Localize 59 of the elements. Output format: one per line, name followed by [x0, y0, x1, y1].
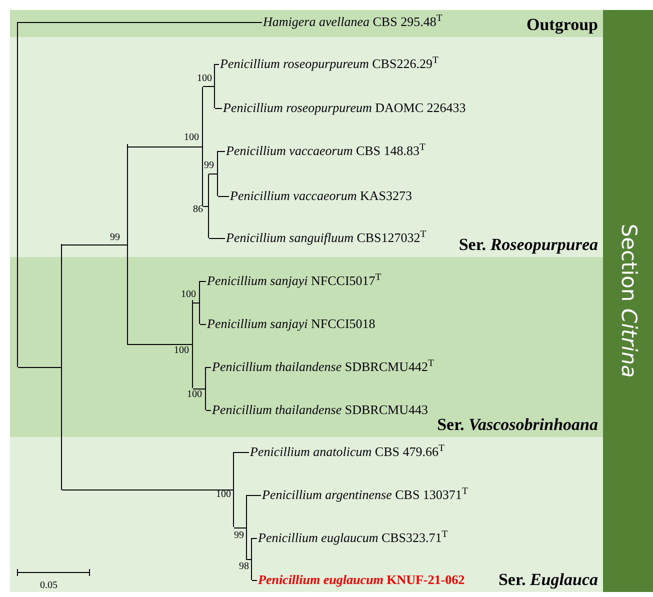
bootstrap-value: 100	[216, 489, 231, 501]
bootstrap-value: 99	[110, 232, 120, 244]
tree-branch	[206, 367, 212, 368]
tree-branch	[200, 324, 206, 325]
bootstrap-value: 100	[181, 289, 196, 301]
tree-branch	[218, 151, 226, 152]
series-band	[10, 10, 603, 37]
taxon-label: Penicillium vaccaeorum CBS 148.83$^{T}$	[226, 143, 426, 159]
bootstrap-value: 100	[184, 132, 199, 144]
tree-branch	[202, 206, 208, 207]
taxon-label: Penicillium argentinense CBS 130371$^{T}$	[262, 487, 468, 503]
tree-branch	[252, 580, 258, 581]
series-label: Ser. Vascosobrinhoana	[437, 415, 598, 435]
bootstrap-value: 86	[193, 204, 203, 216]
bootstrap-value: 99	[234, 530, 244, 542]
taxon-label: Penicillium anatolicum CBS 479.66$^{T}$	[250, 444, 444, 460]
tree-branch	[192, 302, 200, 304]
tree-branch	[128, 146, 202, 148]
section-label: Section Citrina	[616, 224, 642, 378]
taxon-label: Penicillium sanjayi NFCCI5018	[207, 316, 376, 332]
tree-branch	[208, 238, 226, 239]
series-label: Ser. Euglauca	[498, 570, 598, 590]
tree-branch	[192, 388, 206, 390]
tree-branch	[18, 367, 62, 368]
tree-branch	[18, 22, 262, 23]
taxon-label: Penicillium euglaucum CBS323.71$^{T}$	[258, 530, 448, 546]
tree-branch	[200, 281, 206, 282]
tree-branch	[252, 538, 258, 539]
taxon-label: Penicillium vaccaeorum KAS3273	[230, 188, 412, 204]
tree-branch	[128, 344, 192, 345]
taxon-label: Penicillium roseopurpureum CBS226.29$^{T}$	[220, 56, 438, 72]
tree-branch	[214, 108, 222, 109]
tree-branch	[206, 410, 212, 411]
bootstrap-value: 100	[197, 73, 212, 85]
taxon-label: Penicillium thailandense SDBRCMU442$^{T}$	[212, 359, 434, 375]
taxon-label: Penicillium euglaucum KNUF-21-062	[258, 572, 465, 588]
series-band	[10, 437, 603, 592]
tree-branch	[214, 64, 220, 65]
bootstrap-value: 100	[187, 389, 202, 401]
scale-label: 0.05	[40, 580, 58, 592]
tree-branch	[246, 559, 252, 560]
series-label: Ser. Roseopurpurea	[458, 235, 598, 255]
taxon-label: Penicillium sanguifluum CBS127032$^{T}$	[226, 230, 426, 246]
series-band	[10, 37, 603, 257]
series-label: Outgroup	[526, 15, 598, 35]
taxon-label: Hamigera avellanea CBS 295.48$^{T}$	[263, 14, 442, 30]
series-band	[10, 257, 603, 437]
taxon-label: Penicillium sanjayi NFCCI5017$^{T}$	[207, 273, 382, 289]
bootstrap-value: 98	[239, 561, 249, 573]
bootstrap-value: 100	[174, 345, 189, 357]
tree-branch	[234, 452, 250, 453]
tree-branch	[202, 86, 214, 87]
tree-branch	[218, 196, 230, 197]
taxon-label: Penicillium roseopurpureum DAOMC 226433	[223, 100, 466, 116]
section-bar	[603, 10, 653, 592]
taxon-label: Penicillium thailandense SDBRCMU443	[212, 402, 428, 418]
bootstrap-value: 99	[204, 160, 214, 172]
tree-branch	[62, 244, 128, 246]
tree-branch	[246, 495, 262, 496]
